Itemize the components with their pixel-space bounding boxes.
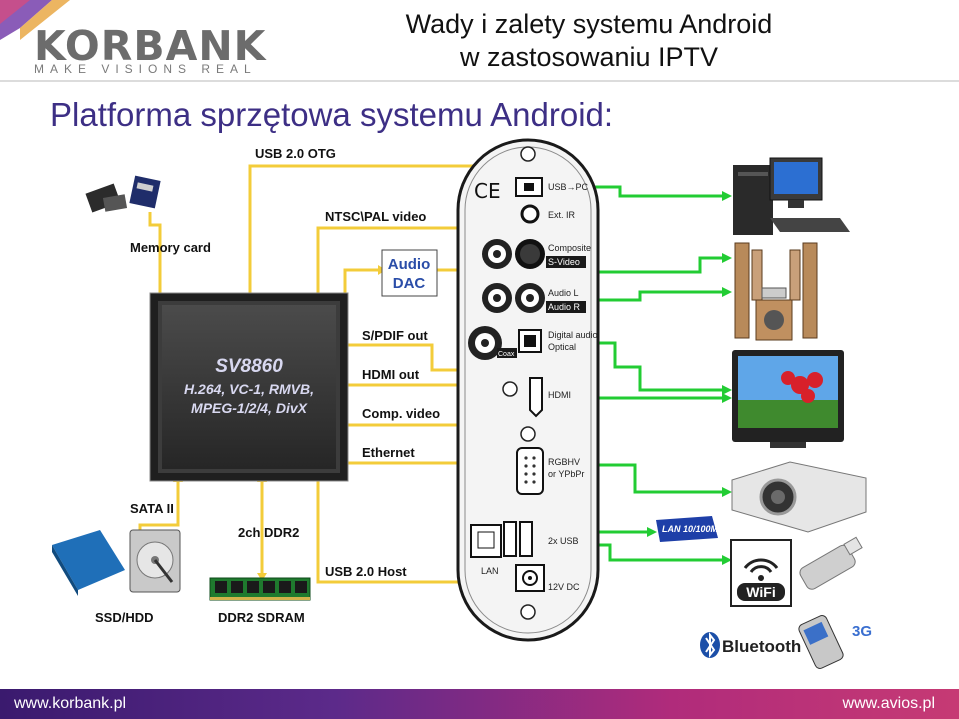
ext-ir-label: Ext. IR — [548, 210, 576, 220]
page-title: Wady i zalety systemu Android w zastosow… — [349, 8, 829, 74]
hdmi-label: HDMI — [548, 390, 571, 400]
ddr2-module-icon — [209, 577, 311, 601]
lan-port-label: LAN — [481, 566, 499, 576]
tv-link — [585, 341, 725, 392]
usb-host-label: USB 2.0 Host — [325, 564, 407, 579]
ce-mark-icon: CE — [474, 179, 501, 203]
memory-card-label: Memory card — [130, 240, 211, 255]
rgbhv-label: RGBHV — [548, 457, 580, 467]
ssd-hdd-icon — [52, 529, 181, 596]
g3-label: 3G — [852, 623, 872, 640]
optical-label: Optical — [548, 342, 576, 352]
screw-icons — [502, 146, 536, 620]
usb-otg-label: USB 2.0 OTG — [255, 146, 336, 161]
speakers-icon — [734, 242, 818, 341]
projector-link — [585, 463, 725, 494]
audio-r-label: Audio R — [548, 302, 581, 312]
logo-text: KORBANK — [34, 22, 267, 70]
lan-badge-label: LAN 10/100M — [662, 524, 719, 534]
usb-stick-icon — [799, 536, 863, 590]
memory-card-icon — [85, 175, 161, 213]
ethernet-label: Ethernet — [362, 445, 415, 460]
dc-label: 12V DC — [548, 582, 580, 592]
spdif-label: S/PDIF out — [362, 328, 428, 343]
footer: www.korbank.pl www.avios.pl — [0, 689, 959, 719]
hdmi-out-label: HDMI out — [362, 367, 420, 382]
usb-port-1[interactable] — [503, 521, 517, 557]
ddr2-sdram-label: DDR2 SDRAM — [218, 610, 305, 625]
sata-label: SATA II — [130, 501, 174, 516]
title-line-2: w zastosowaniu IPTV — [459, 42, 719, 72]
chip-codecs-1: H.264, VC-1, RMVB, — [184, 381, 314, 397]
memory-card-line — [148, 212, 162, 293]
pc-icon — [733, 157, 850, 235]
audio-dac-box[interactable] — [381, 249, 438, 297]
footer-left-link[interactable]: www.korbank.pl — [14, 695, 127, 712]
hdmi-port[interactable] — [529, 377, 543, 418]
ext-ir-port[interactable] — [520, 204, 540, 224]
logo-tagline: MAKE VISIONS REAL — [34, 62, 257, 76]
audio-r-label-bg — [546, 301, 586, 313]
bluetooth-label: Bluetooth — [722, 637, 801, 656]
tv-icon — [732, 350, 844, 448]
green-arrowheads — [647, 191, 732, 565]
svideo-label: S-Video — [548, 257, 580, 267]
composite-label: Composite — [548, 243, 591, 253]
header: KORBANK MAKE VISIONS REAL Wady i zalety … — [0, 0, 959, 82]
bluetooth-icon: Bluetooth — [700, 632, 801, 658]
korbank-logo[interactable]: KORBANK MAKE VISIONS REAL — [0, 0, 290, 80]
sv8860-chip[interactable] — [149, 292, 349, 482]
comp-video-label: Comp. video — [362, 406, 440, 421]
usb-pc-label: USB→PC — [548, 182, 589, 192]
ntsc-pal-label: NTSC\PAL video — [325, 209, 426, 224]
footer-right-link[interactable]: www.avios.pl — [842, 695, 935, 712]
audio-dac-label: Audio — [388, 256, 431, 273]
wifi-icon: WiFi — [730, 539, 792, 607]
usb-port-2[interactable] — [519, 521, 533, 557]
ssd-hdd-label: SSD/HDD — [95, 610, 154, 625]
dac-label: DAC — [393, 275, 426, 292]
hardware-diagram: SV8860 H.264, VC-1, RMVB, MPEG-1/2/4, Di… — [52, 138, 872, 669]
ddr2-label: 2ch DDR2 — [238, 525, 299, 540]
audio-dac-line-in — [343, 268, 380, 300]
svideo-label-bg — [546, 256, 586, 268]
lan-port[interactable] — [470, 524, 502, 558]
projector-icon — [731, 461, 867, 533]
wifi-label: WiFi — [746, 584, 775, 600]
coax-label: Coax — [498, 351, 515, 358]
chip-name: SV8860 — [215, 356, 283, 377]
chip-codecs-2: MPEG-1/2/4, DivX — [191, 400, 309, 416]
audio-l-label: Audio L — [548, 288, 579, 298]
phone-3g-icon: 3G — [798, 615, 872, 669]
pc-link — [585, 185, 725, 198]
title-line-1: Wady i zalety systemu Android — [405, 9, 773, 39]
section-subtitle: Platforma sprzętowa systemu Android: — [50, 96, 614, 133]
lan-badge-icon: LAN 10/100M — [656, 516, 719, 542]
audio-link — [585, 290, 725, 302]
ypbpr-label: or YPbPr — [548, 469, 584, 479]
digital-audio-label: Digital audio — [548, 330, 598, 340]
svideo-link — [585, 256, 725, 274]
logo-ribbon-icon — [0, 0, 70, 40]
vga-port[interactable] — [516, 447, 544, 495]
usb2x-label: 2x USB — [548, 536, 579, 546]
